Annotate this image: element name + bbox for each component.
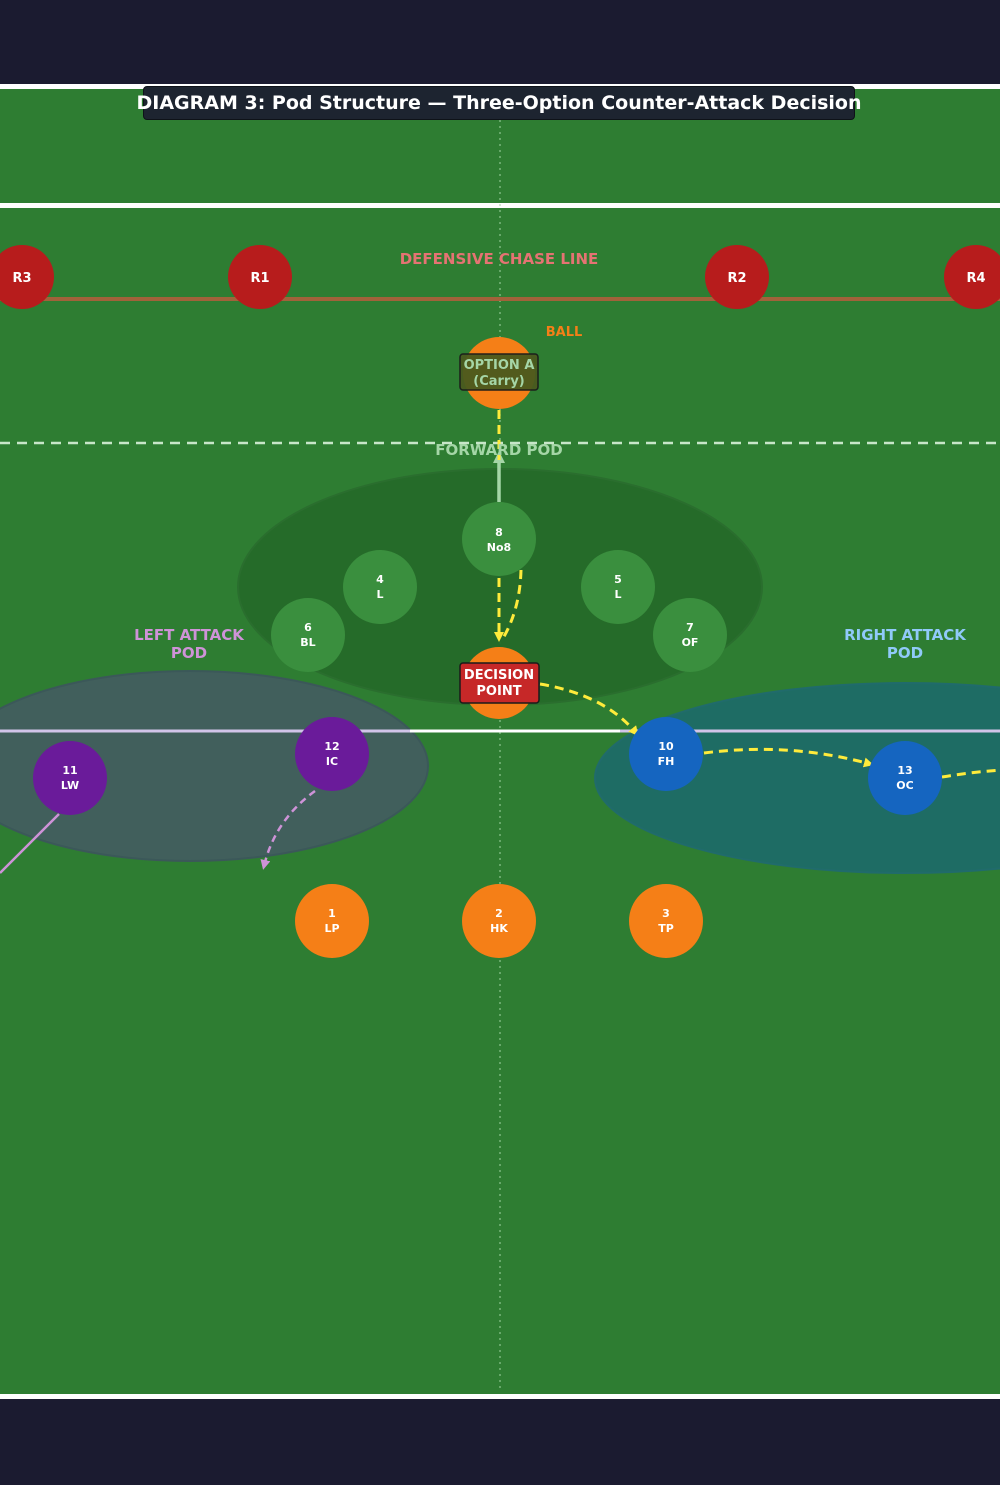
player-5-position: L [614,588,621,601]
player-4-position: L [376,588,383,601]
ball-label: BALL [546,325,583,340]
player-10-fly-half: 10 FH [629,717,703,791]
player-7-number: 7 [686,621,694,634]
defender-r4-label: R4 [966,271,985,286]
player-7-position: OF [682,636,699,649]
defender-r1-label: R1 [250,271,269,286]
forward-pod-label: FORWARD POD [435,441,562,459]
decision-point-line1: DECISION [464,668,534,683]
fh-to-oc-pass [703,747,874,768]
left-attack-pod-label-line2: POD [171,644,207,662]
defender-r1: R1 [228,245,292,309]
left-attack-pod-label-line1: LEFT ATTACK [134,626,245,644]
player-4-lock: 4 L [343,550,417,624]
player-1-loosehead-prop: 1 LP [295,884,369,958]
right-attack-pod-label-line1: RIGHT ATTACK [844,626,967,644]
player-13-number: 13 [897,764,912,777]
player-13-position: OC [896,779,913,792]
player-6-number: 6 [304,621,312,634]
defender-r3: R3 [0,245,54,309]
player-11-number: 11 [62,764,77,777]
defender-r4: R4 [944,245,1000,309]
player-5-lock: 5 L [581,550,655,624]
diagram-title: DIAGRAM 3: Pod Structure — Three-Option … [137,86,862,120]
player-11-position: LW [61,779,79,792]
option-a-line2: (Carry) [473,374,525,389]
player-12-inside-centre: 12 IC [295,717,369,791]
no8-to-decision-curve [500,569,523,641]
player-2-number: 2 [495,907,503,920]
player-8-number: 8 [495,526,503,539]
lw-support-line [0,813,60,874]
player-2-hooker: 2 HK [462,884,536,958]
defender-r3-label: R3 [12,271,31,286]
player-5-number: 5 [614,573,622,586]
defensive-chase-line-label: DEFENSIVE CHASE LINE [400,250,599,268]
bottom-boundary-line [0,1394,1000,1399]
defender-r2-label: R2 [727,271,746,286]
player-8-position: No8 [487,541,511,554]
player-6-position: BL [300,636,315,649]
player-1-position: LP [324,922,339,935]
option-a-box [459,353,539,391]
player-10-number: 10 [658,740,674,753]
defender-r2: R2 [705,245,769,309]
decision-point-box [459,662,540,704]
player-12-number: 12 [324,740,339,753]
player-13-outside-centre: 13 OC [868,741,942,815]
player-1-number: 1 [328,907,336,920]
player-3-number: 3 [662,907,670,920]
oc-to-wide-pass [941,768,1000,779]
right-attack-pod-label-line2: POD [887,644,923,662]
player-4-number: 4 [376,573,384,586]
decision-point-line2: POINT [476,684,521,699]
player-3-tighthead-prop: 3 TP [629,884,703,958]
left-attack-pod-area [0,670,429,862]
player-6-blindside: 6 BL [271,598,345,672]
player-11-left-wing: 11 LW [33,741,107,815]
player-12-position: IC [326,755,338,768]
player-10-position: FH [658,755,675,768]
player-3-position: TP [658,922,674,935]
player-7-openside: 7 OF [653,598,727,672]
player-2-position: HK [490,922,508,935]
option-a-line1: OPTION A [464,358,535,373]
player-8-no8: 8 No8 [462,502,536,576]
